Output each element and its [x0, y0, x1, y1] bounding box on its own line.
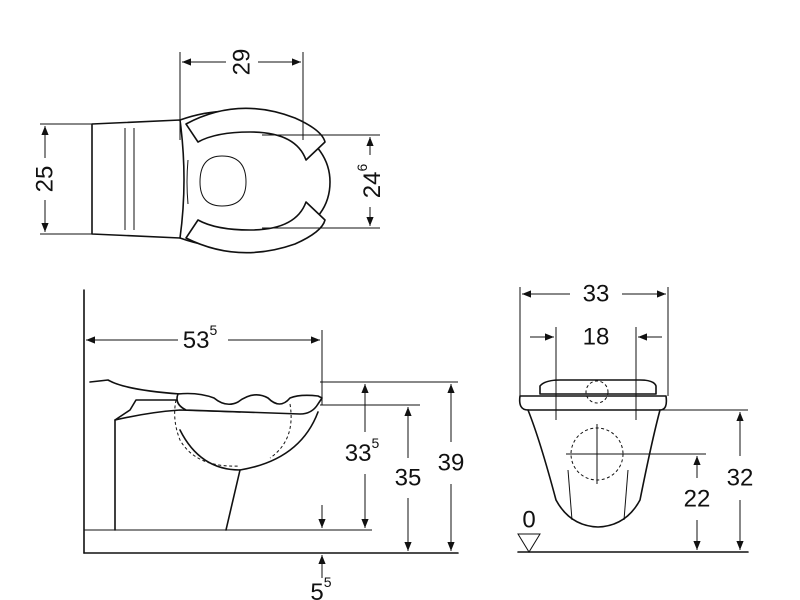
dim-side-length: 535 — [183, 322, 218, 354]
dim-side-floor-offset-sup: 5 — [324, 574, 332, 590]
dim-front-zero: 0 — [522, 507, 535, 534]
dim-front-height: 32 — [727, 465, 754, 492]
dim-side-seat-height-base: 33 — [345, 440, 372, 467]
dim-top-seat-base: 24 — [359, 172, 386, 199]
top-bowl-opening — [199, 155, 247, 207]
front-seat — [518, 395, 668, 411]
dim-top-seat-sup: 6 — [354, 164, 370, 172]
dim-front-width: 33 — [583, 281, 610, 308]
dim-side-bowl-height: 35 — [395, 465, 422, 492]
side-bowl-curve — [179, 411, 319, 471]
dim-side-seat-height: 335 — [345, 435, 380, 467]
dim-side-length-sup: 5 — [209, 322, 217, 338]
side-body-front — [225, 469, 241, 531]
top-seat-upper — [185, 107, 326, 161]
front-zero-marker — [517, 533, 541, 553]
front-view: 0 33 18 32 22 — [517, 281, 754, 553]
dim-side-seat-height-sup: 5 — [371, 435, 379, 451]
dim-top-seat: 246 — [354, 164, 386, 199]
top-seat-lower — [185, 201, 326, 254]
top-mount-block — [91, 119, 185, 239]
dim-top-depth: 25 — [32, 166, 59, 193]
side-body-back — [89, 379, 181, 531]
dim-front-outlet: 22 — [684, 486, 711, 513]
svg-text:246: 246 — [354, 164, 386, 199]
dim-side-floor-offset: 55 — [310, 574, 331, 600]
side-view: 535 335 35 39 55 — [83, 289, 465, 600]
dim-side-floor-offset-base: 5 — [310, 579, 323, 600]
dim-side-total-height: 39 — [438, 450, 465, 477]
front-bowl — [527, 409, 661, 528]
top-view: 29 25 246 — [32, 49, 386, 254]
dim-side-length-base: 53 — [183, 327, 210, 354]
side-seat — [176, 392, 323, 415]
front-lid — [539, 379, 657, 395]
dim-front-fixing: 18 — [583, 324, 610, 351]
dim-top-width: 29 — [229, 49, 256, 76]
